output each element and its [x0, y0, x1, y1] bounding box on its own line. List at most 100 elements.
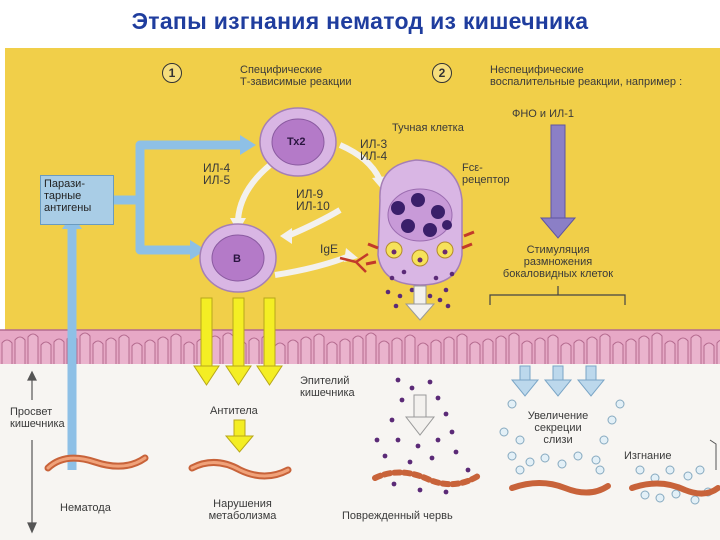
mucus-droplet	[573, 451, 583, 461]
lumen-granule-dot	[449, 429, 455, 435]
antigens-line1: Парази-	[44, 178, 85, 190]
epithelium-villus	[651, 332, 663, 364]
th2-cell	[259, 107, 337, 177]
lumen-granule-dot	[443, 411, 449, 417]
granule-dot	[443, 287, 449, 293]
epithelium-villus	[547, 334, 559, 364]
epithelium-villus	[287, 339, 299, 364]
granule-dot	[393, 303, 399, 309]
cytokine-arrows	[235, 142, 429, 278]
epithelium-villus	[183, 341, 195, 364]
mucus-droplet	[635, 465, 645, 475]
epithelium-villus	[170, 333, 182, 364]
granule-dot	[427, 293, 433, 299]
antigens-line2: тарные	[44, 190, 82, 202]
epithelium-villus	[339, 338, 351, 364]
lumen-granules	[374, 377, 471, 495]
epithelium-villus	[326, 341, 338, 364]
epithelium-villus	[443, 336, 455, 364]
mucus-droplet	[507, 399, 517, 409]
granule-dot	[409, 287, 415, 293]
granule-dot	[397, 293, 403, 299]
granule-dot	[389, 275, 395, 281]
epithelium-villus	[118, 334, 130, 364]
damaged-worm-label: Поврежденный червь	[342, 510, 453, 522]
lumen-granule-dot	[409, 385, 415, 391]
epithelium-line2: кишечника	[300, 387, 355, 399]
lumen-granule-dot	[417, 487, 423, 493]
lumen-granule-dot	[435, 395, 441, 401]
il9-il10-label: ИЛ-9 ИЛ-10	[296, 188, 330, 212]
tnf-arrow	[539, 124, 577, 239]
epithelium-villus	[27, 333, 39, 364]
mucus-droplet	[540, 453, 550, 463]
expelled-worm	[629, 480, 720, 497]
mucus-droplet	[640, 490, 650, 500]
fc-receptor-label: Fcε- рецептор	[462, 162, 510, 186]
epithelium-villus	[313, 333, 325, 364]
lumen-granule-dot	[374, 437, 380, 443]
arrow-to-th2	[240, 135, 256, 155]
goblet-stimulation-label: Стимуляция размножения бокаловидных клет…	[484, 244, 632, 280]
epithelium-villus	[40, 341, 52, 364]
lumen-line2: кишечника	[10, 418, 65, 430]
stim-line2: размножения	[523, 256, 593, 268]
epithelium-villus	[534, 337, 546, 364]
parasite-antigens-box	[40, 175, 114, 225]
lumen-granule-dot	[427, 379, 433, 385]
mucus-droplets	[499, 399, 713, 505]
epithelium-villus	[690, 334, 702, 364]
mucus-droplet	[615, 399, 625, 409]
epithelium-villus	[430, 339, 442, 364]
epithelium-villus	[248, 337, 260, 364]
epithelium-villus	[521, 340, 533, 364]
lumen-granule-dot	[435, 437, 441, 443]
mast-cell-label: Тучная клетка	[392, 122, 464, 134]
intestinal-lumen-area	[0, 360, 720, 540]
lumen-label: Просвет кишечника	[10, 406, 65, 430]
lumen-axis	[27, 370, 37, 534]
epithelium-label: Эпителий кишечника	[300, 375, 355, 399]
epithelium-villus	[157, 336, 169, 364]
epithelium-villus	[417, 342, 429, 364]
goblet-bracket	[489, 286, 626, 305]
mucus-droplet	[591, 455, 601, 465]
il4-label: ИЛ-4	[203, 161, 231, 175]
epithelium-villus	[274, 342, 286, 364]
epithelium-villus	[599, 333, 611, 364]
mucus-droplet	[507, 451, 517, 461]
lumen-granule-dot	[395, 437, 401, 443]
mucus-droplet	[525, 457, 535, 467]
epithelium-villus	[391, 337, 403, 364]
epithelium-villus	[573, 339, 585, 364]
metab-line1: Нарушения	[213, 498, 272, 510]
lumen-granule-dot	[407, 459, 413, 465]
th2-label: Тх2	[287, 136, 306, 148]
il3-il4-label: ИЛ-3 ИЛ-4	[360, 138, 387, 162]
mast-cell	[339, 159, 475, 286]
tissue-panel	[5, 48, 720, 338]
epithelium-villus	[144, 339, 156, 364]
section1-line1: Специфические	[240, 64, 323, 76]
mucus-droplet	[499, 427, 509, 437]
mucus-line2: секреции	[534, 422, 582, 434]
section2-number: 2	[432, 63, 452, 83]
antibodies-label: Антитела	[210, 405, 258, 417]
epithelium-villus	[612, 341, 624, 364]
b-cell	[199, 223, 277, 293]
epithelium-line1: Эпителий	[300, 375, 350, 387]
metab-line2: метаболизма	[208, 510, 277, 522]
mucus-droplet	[695, 465, 705, 475]
epithelium-villus	[469, 341, 481, 364]
lumen-granule-dot	[389, 417, 395, 423]
tnf-il1-label: ФНО и ИЛ-1	[512, 108, 575, 120]
epithelium-villus	[495, 335, 507, 364]
epithelium-villus	[365, 332, 377, 364]
epithelium-villus	[300, 336, 312, 364]
mucus-worm	[509, 480, 611, 496]
lumen-granule-dot	[382, 453, 388, 459]
granule-dot	[385, 289, 391, 295]
nematode-label: Нематода	[60, 502, 111, 514]
epithelium-villus	[14, 336, 26, 364]
